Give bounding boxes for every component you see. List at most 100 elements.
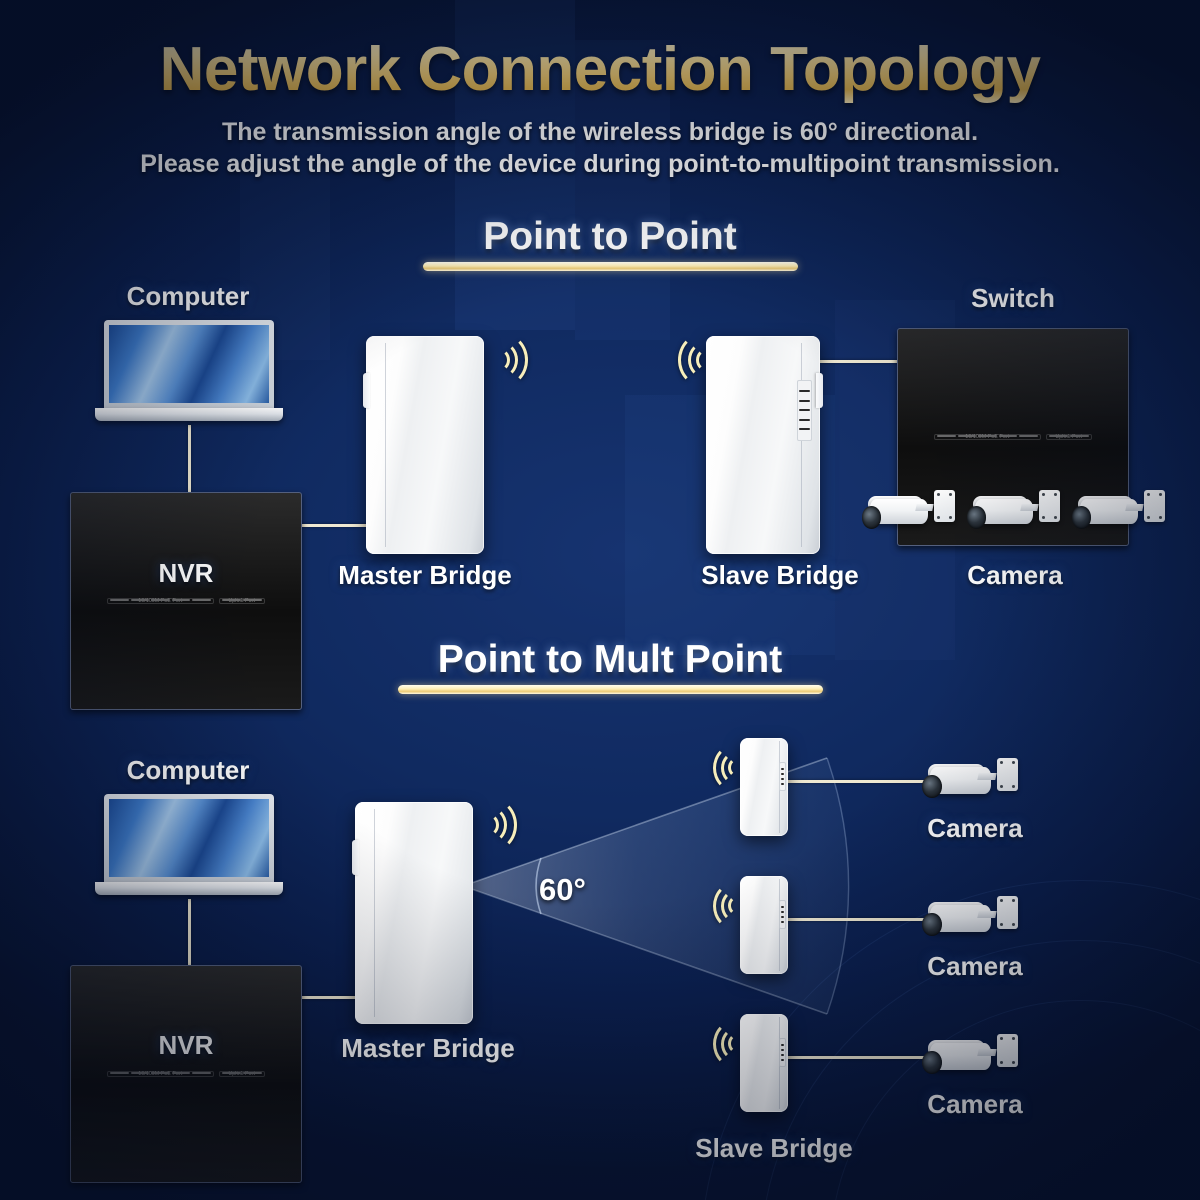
nvr-uplink-port	[242, 1072, 263, 1074]
section-heading-text: Point to Point	[483, 215, 737, 258]
camera-device-p2p-1	[862, 484, 957, 540]
camera-mount-bracket	[996, 1033, 1019, 1068]
nvr-port	[110, 1072, 129, 1074]
section-heading-text: Point to Mult Point	[437, 638, 783, 681]
camera-device-pmp-1	[922, 752, 1020, 810]
nvr-port	[171, 1072, 191, 1074]
laptop-screen-wallpaper	[109, 325, 269, 403]
camera-arm	[1125, 504, 1144, 511]
nvr-port	[151, 599, 170, 601]
laptop-base	[95, 408, 283, 421]
camera-device-p2p-3	[1072, 484, 1167, 540]
wifi-signal-slave-pmp-1	[695, 742, 735, 792]
label-camera-pmp-1: Camera	[927, 813, 1023, 843]
switch-port	[937, 435, 956, 437]
camera-lens	[862, 506, 881, 529]
bridge-led-indicators	[779, 1037, 787, 1067]
bridge-edge-line	[384, 342, 386, 548]
nvr-device: 10/100M PoE Port Uplink Port	[70, 492, 302, 710]
label-camera-pmp-3: Camera	[927, 1089, 1023, 1119]
nvr-poe-port-group: 10/100M PoE Port	[107, 598, 214, 604]
label-master-bridge-pmp: Master Bridge	[341, 1033, 515, 1063]
cable-slave-2-to-camera-2	[786, 918, 924, 921]
section-heading-point-to-point: Point to Point	[410, 215, 810, 271]
label-nvr-pmp: NVR	[158, 1030, 214, 1060]
nvr-port	[130, 1072, 150, 1074]
bridge-edge-line	[373, 808, 375, 1018]
camera-arm	[977, 910, 997, 918]
nvr-port	[110, 599, 129, 601]
camera-lens	[967, 506, 986, 529]
nvr-uplink-port	[221, 1072, 241, 1074]
camera-arm	[977, 772, 997, 780]
camera-lens	[1072, 506, 1091, 529]
nvr-uplink-port	[221, 599, 241, 601]
cable-slave-3-to-camera-3	[786, 1056, 924, 1059]
label-camera-pmp-2: Camera	[927, 951, 1023, 981]
nvr-port	[130, 599, 150, 601]
nvr-uplink-port-group: Uplink Port	[218, 598, 265, 604]
cable-nvr-to-master-bridge	[300, 524, 370, 527]
wifi-signal-slave-pmp-2	[695, 880, 735, 930]
camera-device-p2p-2	[967, 484, 1062, 540]
label-slave-bridge-pmp: Slave Bridge	[695, 1133, 853, 1163]
wifi-signal-master-p2p	[498, 330, 544, 387]
nvr-port	[151, 1072, 170, 1074]
section-heading-underline	[397, 685, 823, 694]
bridge-led-indicators	[779, 761, 787, 791]
label-switch-p2p: Switch	[971, 283, 1055, 313]
label-master-bridge-p2p: Master Bridge	[338, 560, 512, 590]
wifi-signal-slave-pmp-3	[695, 1018, 735, 1068]
computer-laptop-p2p	[95, 320, 283, 425]
section-heading-point-to-mult-point: Point to Mult Point	[385, 638, 835, 694]
switch-poe-port-group: 10/100M PoE Port	[934, 434, 1041, 440]
cable-slave-bridge-to-switch	[820, 360, 900, 363]
page-title: Network Connection Topology	[0, 34, 1200, 105]
bridge-side-tab	[816, 373, 823, 408]
laptop-screen-wallpaper	[109, 799, 269, 877]
switch-port	[957, 435, 977, 437]
camera-lens	[922, 1051, 942, 1075]
nvr-port	[171, 599, 191, 601]
switch-uplink-port	[1069, 435, 1090, 437]
laptop-screen	[104, 794, 274, 882]
switch-uplink-port-group: Uplink Port	[1045, 434, 1092, 440]
label-computer-pmp: Computer	[126, 755, 250, 785]
label-slave-bridge-p2p: Slave Bridge	[701, 560, 859, 590]
label-computer-p2p: Computer	[126, 281, 250, 311]
beam-angle-label: 60°	[539, 872, 586, 907]
camera-lens	[922, 913, 942, 937]
nvr-port	[192, 1072, 211, 1074]
bridge-led-indicators	[797, 379, 813, 441]
switch-port	[1019, 435, 1038, 437]
cable-computer-to-nvr	[188, 425, 191, 495]
camera-mount-bracket	[996, 895, 1019, 930]
camera-lens	[922, 775, 942, 799]
section-heading-underline	[422, 262, 798, 271]
switch-port	[998, 435, 1018, 437]
camera-mount-bracket	[934, 489, 956, 523]
camera-arm	[915, 504, 934, 511]
laptop-base	[95, 882, 283, 895]
camera-mount-bracket	[1144, 489, 1166, 523]
beam-cone-arc-right	[826, 757, 850, 1015]
bridge-led-indicators	[779, 899, 787, 929]
subtitle-line-1: The transmission angle of the wireless b…	[221, 118, 979, 146]
bridge-edge-line	[800, 342, 802, 548]
cable-computer-to-nvr-pmp	[188, 899, 191, 968]
label-camera-p2p: Camera	[967, 560, 1063, 590]
computer-laptop-pmp	[95, 794, 283, 899]
nvr-uplink-port-group: Uplink Port	[218, 1071, 265, 1077]
switch-port	[978, 435, 997, 437]
switch-uplink-port	[1048, 435, 1068, 437]
bridge-side-tab	[363, 373, 370, 408]
master-bridge-device-pmp	[352, 802, 473, 1024]
camera-mount-bracket	[996, 757, 1019, 792]
subtitle-line-2: Please adjust the angle of the device du…	[140, 150, 1060, 178]
wifi-signal-slave-p2p	[656, 330, 702, 387]
camera-mount-bracket	[1039, 489, 1061, 523]
camera-device-pmp-3	[922, 1028, 1020, 1086]
label-nvr-p2p: NVR	[158, 558, 214, 588]
laptop-screen	[104, 320, 274, 408]
